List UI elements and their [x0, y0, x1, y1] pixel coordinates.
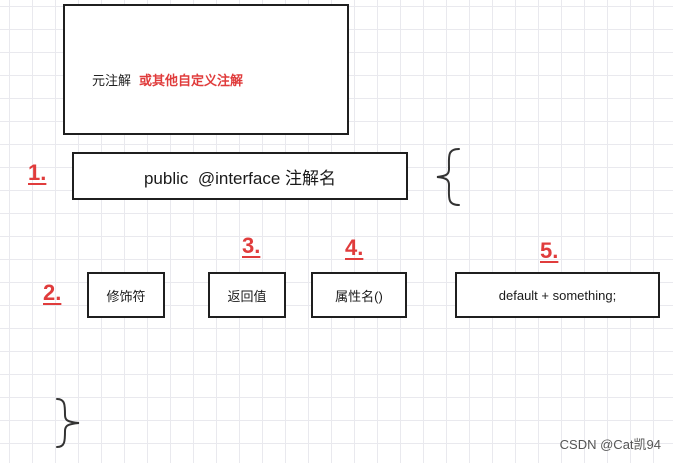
- interface-declaration-text: public @interface 注解名: [143, 168, 337, 188]
- step-number-4: 4.: [345, 235, 364, 260]
- custom-annotation-label: 或其他自定义注解: [139, 73, 244, 88]
- step-number-2: 2.: [43, 280, 62, 305]
- default-value-box: default + something;: [455, 272, 660, 318]
- property-name-label: 属性名(): [335, 288, 383, 304]
- right-brace-icon: [56, 398, 80, 448]
- meta-annotation-box: 元注解或其他自定义注解: [63, 4, 349, 135]
- property-name-box: 属性名(): [311, 272, 407, 318]
- modifier-label: 修饰符: [106, 288, 146, 304]
- default-value-label: default + something;: [498, 287, 617, 303]
- left-brace-icon: [436, 148, 460, 206]
- step-number-3: 3.: [242, 233, 261, 258]
- modifier-box: 修饰符: [87, 272, 165, 318]
- meta-annotation-text: 元注解或其他自定义注解: [92, 70, 243, 89]
- step-number-1: 1.: [28, 160, 47, 185]
- watermark: CSDN @Cat凯94: [559, 437, 661, 452]
- interface-declaration-box: public @interface 注解名: [72, 152, 408, 200]
- meta-annotation-label: 元注解: [92, 73, 132, 88]
- step-number-5: 5.: [540, 238, 559, 263]
- return-value-label: 返回值: [227, 288, 267, 304]
- return-value-box: 返回值: [208, 272, 286, 318]
